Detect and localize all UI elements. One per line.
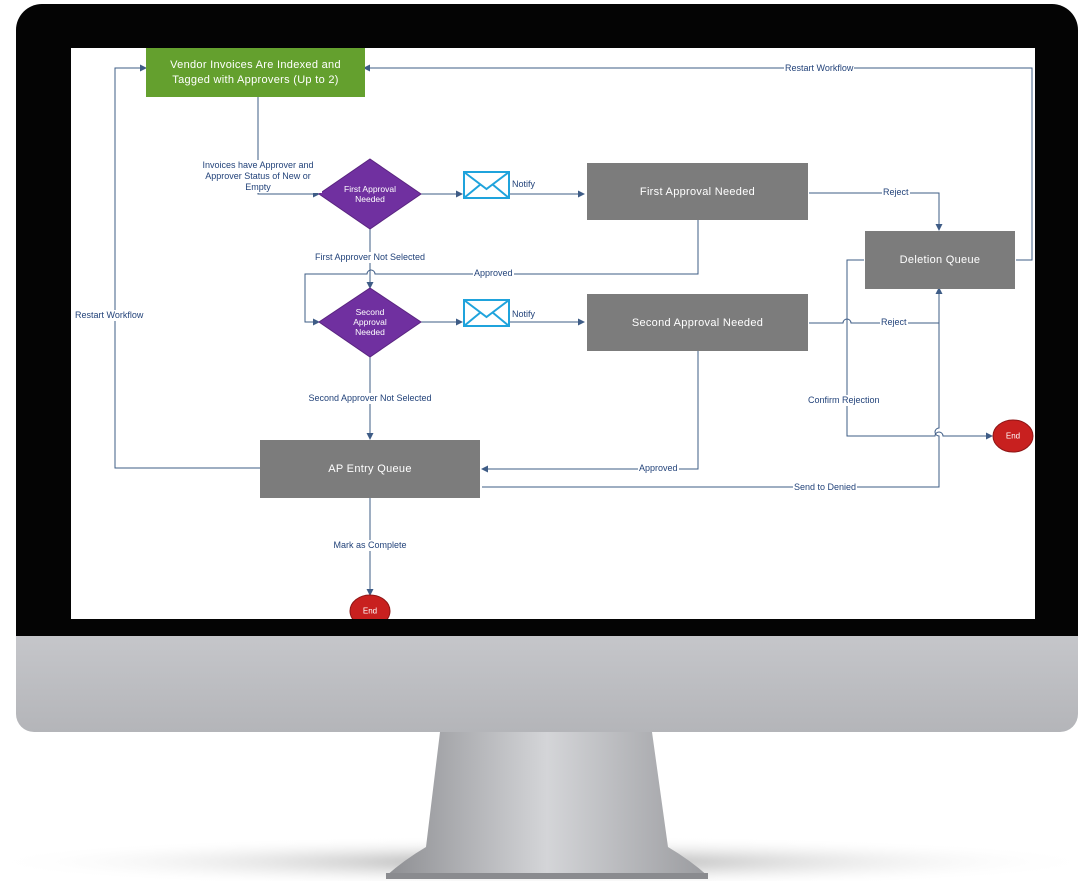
reject-label-1: Reject — [882, 187, 910, 198]
notify-mail-icon-1 — [463, 171, 510, 199]
edge-second-approved — [481, 351, 699, 473]
second-approval-decision — [318, 287, 422, 358]
ap-entry-queue-text: AP Entry Queue — [328, 463, 412, 475]
edge-send-to-denied — [482, 288, 940, 488]
end-node-right — [992, 419, 1034, 453]
notify-label-2: Notify — [511, 309, 537, 320]
notify-mail-icon-2 — [463, 299, 510, 327]
reject-label-2: Reject — [880, 317, 908, 328]
notify-label-1: Notify — [511, 179, 537, 190]
flowchart-connectors — [114, 64, 1034, 619]
end-node-bottom — [349, 594, 391, 619]
vendor-invoices-start-text: Vendor Invoices Are Indexed and Tagged w… — [170, 58, 341, 86]
edge-first-approval-reject — [809, 192, 943, 231]
second-decision-text: Second Approval Needed — [353, 307, 387, 337]
invoices-have-approver-label: Invoices have Approver and Approver Stat… — [194, 160, 322, 193]
first-approval-box: First Approval Needed — [587, 163, 808, 220]
second-approval-box: Second Approval Needed — [587, 294, 808, 351]
edge-restart-left — [114, 64, 260, 469]
second-approval-text: Second Approval Needed — [631, 316, 764, 329]
edge-second-approval-reject — [809, 287, 943, 324]
end-bottom-text: End — [362, 606, 378, 616]
ap-entry-queue-box: AP Entry Queue — [260, 440, 480, 498]
first-approver-not-selected-label: First Approver Not Selected — [313, 252, 427, 263]
confirm-rejection-label: Confirm Rejection — [807, 395, 881, 406]
second-approver-not-selected-label: Second Approver Not Selected — [307, 393, 433, 404]
deletion-queue-text: Deletion Queue — [899, 254, 981, 266]
vendor-invoices-start-box: Vendor Invoices Are Indexed and Tagged w… — [146, 48, 365, 97]
end-right-text: End — [1005, 431, 1021, 441]
restart-workflow-left-label: Restart Workflow — [74, 310, 145, 321]
deletion-queue-box: Deletion Queue — [865, 231, 1015, 289]
monitor-chin — [16, 636, 1078, 732]
monitor-stand — [0, 732, 1084, 881]
first-approval-text: First Approval Needed — [639, 185, 756, 198]
approved-label-2: Approved — [638, 463, 679, 474]
restart-workflow-top-label: Restart Workflow — [784, 63, 855, 74]
first-approval-decision — [318, 158, 422, 230]
edge-start-to-first-decision — [257, 97, 320, 198]
edge-confirm-rejection — [846, 259, 993, 440]
send-to-denied-label: Send to Denied — [793, 482, 858, 493]
approved-label-1: Approved — [473, 268, 514, 279]
edge-restart-top — [363, 64, 1033, 261]
first-decision-text: First Approval Needed — [344, 184, 396, 204]
edge-first-approved — [304, 220, 699, 326]
diagram-screen: Vendor Invoices Are Indexed and Tagged w… — [71, 48, 1035, 619]
mark-as-complete-label: Mark as Complete — [332, 540, 408, 551]
